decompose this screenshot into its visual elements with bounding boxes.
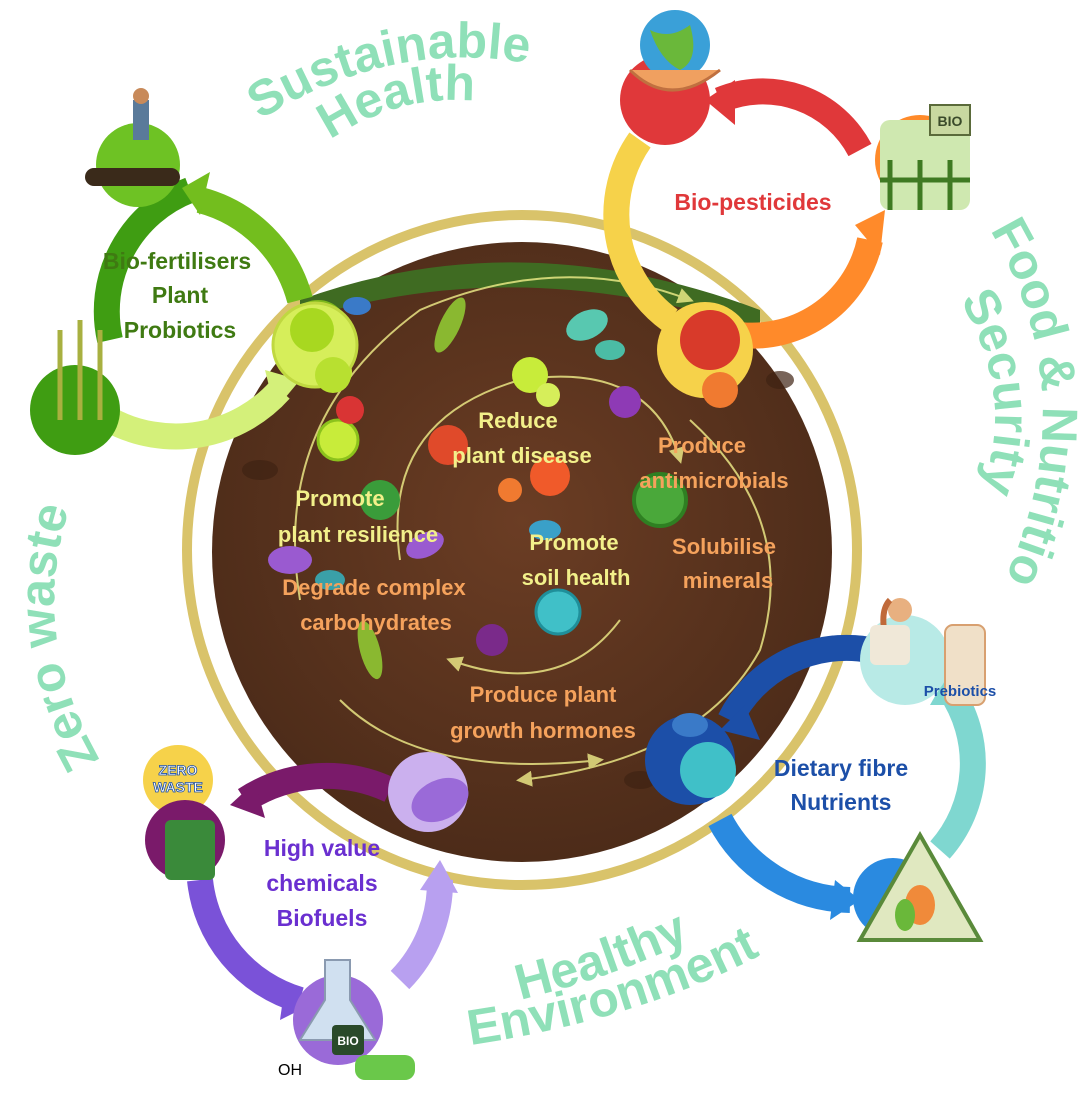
arrow-blue-bottom <box>708 813 851 913</box>
arrow-lavender-right <box>390 879 454 990</box>
cycle-dietary: Prebiotics Dietary fibre Nutrients <box>645 597 997 942</box>
arrow-orange-bottom <box>738 237 883 349</box>
label-soil-health-2: soil health <box>522 565 631 590</box>
arrow-maroon-top <box>237 762 396 812</box>
label-antimicrobials-1: Produce <box>658 433 746 458</box>
arrow-green-left <box>93 177 195 343</box>
label-solubilise-2: minerals <box>683 568 774 593</box>
cycle-bio-fertilisers: Bio-fertilisers Plant Probiotics <box>30 88 359 455</box>
car-icon <box>355 1055 415 1080</box>
label-antimicrobials-2: antimicrobials <box>639 468 788 493</box>
label-bio-pesticides: Bio-pesticides <box>674 189 831 215</box>
zero-waste-badge-text-2: WASTE <box>153 779 203 795</box>
label-hormones-1: Produce plant <box>470 682 617 707</box>
label-dietary-fibre: Dietary fibre <box>774 755 908 781</box>
label-reduce-disease-1: Reduce <box>478 408 557 433</box>
label-degrade-2: carbohydrates <box>300 610 452 635</box>
soil-labels: Reduce plant disease Produce antimicrobi… <box>278 408 789 743</box>
soil-disk <box>212 242 832 862</box>
bio-sign-text: BIO <box>938 113 963 129</box>
label-nutrients: Nutrients <box>791 789 892 815</box>
label-biofuels: Biofuels <box>277 905 368 931</box>
label-degrade-1: Degrade complex <box>282 575 466 600</box>
label-plant: Plant <box>152 282 209 308</box>
label-hormones-2: growth hormones <box>450 718 636 743</box>
arrow-lightgreen-bottom <box>103 381 290 450</box>
label-reduce-disease-2: plant disease <box>452 443 591 468</box>
label-probiotics: Probiotics <box>124 317 236 343</box>
arrow-purple-left <box>187 878 304 1013</box>
label-chemicals: chemicals <box>266 870 377 896</box>
cycle-high-value: ZERO WASTE BIO OH High value chemicals B… <box>143 745 469 1080</box>
arrow-cyan-right <box>930 682 986 859</box>
label-resilience-1: Promote <box>295 486 384 511</box>
arrow-dark-blue-top <box>718 634 873 727</box>
label-resilience-2: plant resilience <box>278 522 438 547</box>
zero-waste-badge-icon <box>143 745 213 815</box>
label-bio-fertilisers: Bio-fertilisers <box>103 248 251 274</box>
zero-waste-badge-text-1: ZERO <box>159 762 198 778</box>
cycle-bio-pesticides: BIO Bio-pesticides <box>603 10 971 408</box>
arrow-red-top <box>714 78 872 157</box>
corn-plant-icon <box>30 365 120 455</box>
prebiotic-bottle-icon <box>944 624 986 706</box>
label-solubilise-1: Solubilise <box>672 534 776 559</box>
arrow-yellow-left <box>603 132 678 331</box>
label-high-value: High value <box>264 835 380 861</box>
label-prebiotics: Prebiotics <box>924 683 997 700</box>
bio-barrel-icon <box>332 1025 364 1055</box>
oh-group-text: OH <box>278 1062 302 1079</box>
bio-sign-icon <box>929 104 971 136</box>
label-soil-health-1: Promote <box>529 530 618 555</box>
arrow-green-top <box>196 187 313 304</box>
gold-ring <box>182 210 862 890</box>
theme-zero-waste: Zero waste <box>9 496 110 780</box>
bio-barrel-text: BIO <box>337 1034 358 1048</box>
